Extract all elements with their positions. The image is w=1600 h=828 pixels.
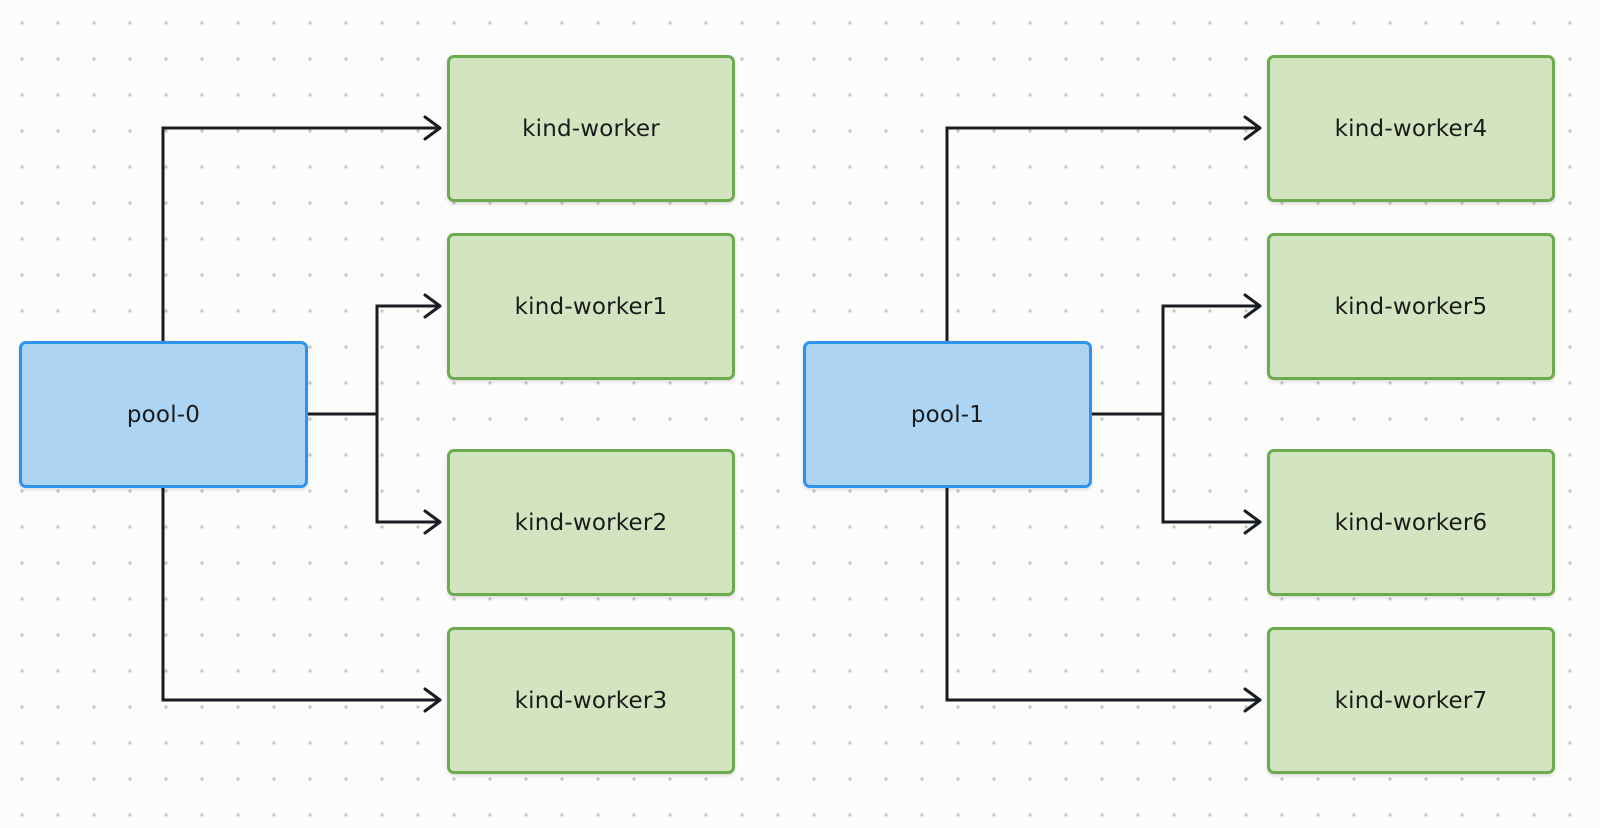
node-label: kind-worker	[522, 115, 660, 142]
node-kind-worker2[interactable]: kind-worker2	[447, 449, 735, 596]
node-kind-worker1[interactable]: kind-worker1	[447, 233, 735, 380]
node-pool-1[interactable]: pool-1	[803, 341, 1092, 488]
node-kind-worker3[interactable]: kind-worker3	[447, 627, 735, 774]
node-kind-worker5[interactable]: kind-worker5	[1267, 233, 1555, 380]
node-label: kind-worker4	[1334, 115, 1488, 142]
node-label: pool-0	[126, 401, 201, 428]
node-pool-0[interactable]: pool-0	[19, 341, 308, 488]
node-label: kind-worker3	[514, 687, 668, 714]
node-label: kind-worker5	[1334, 293, 1488, 320]
node-kind-worker[interactable]: kind-worker	[447, 55, 735, 202]
node-label: pool-1	[910, 401, 985, 428]
node-kind-worker4[interactable]: kind-worker4	[1267, 55, 1555, 202]
node-label: kind-worker2	[514, 509, 668, 536]
node-kind-worker6[interactable]: kind-worker6	[1267, 449, 1555, 596]
node-label: kind-worker1	[514, 293, 668, 320]
node-label: kind-worker7	[1334, 687, 1488, 714]
node-kind-worker7[interactable]: kind-worker7	[1267, 627, 1555, 774]
node-label: kind-worker6	[1334, 509, 1488, 536]
